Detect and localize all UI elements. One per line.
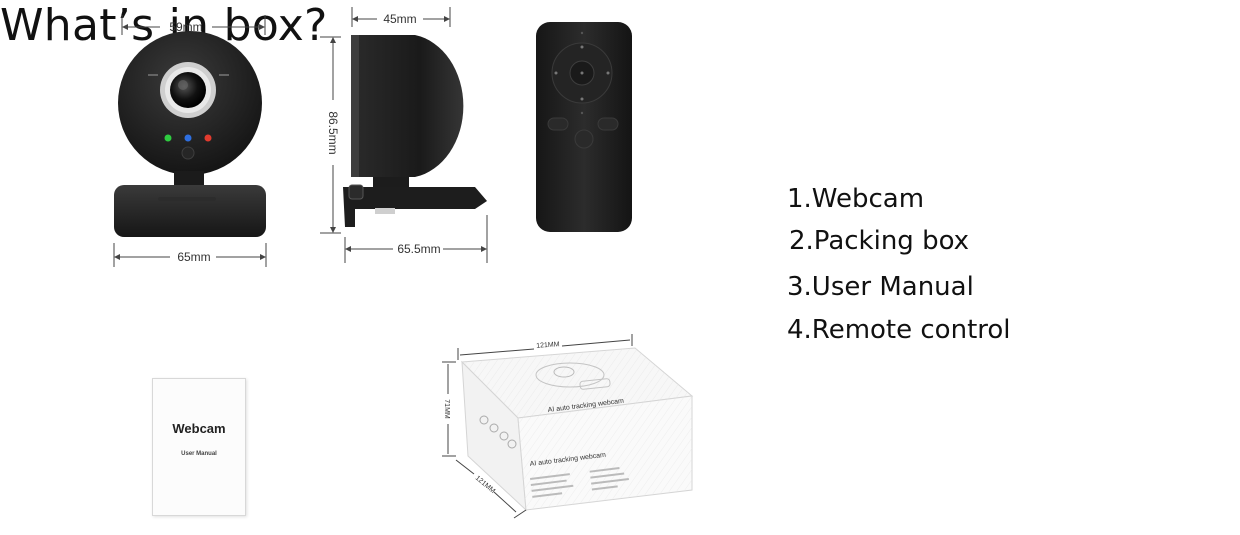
list-item-webcam: 1.Webcam (787, 184, 925, 214)
led-red (204, 134, 212, 142)
dim-front-bottom: 65mm (177, 250, 210, 264)
list-item-packing-box: 2.Packing box (789, 226, 970, 256)
dim-front-top: 59mm (169, 20, 202, 34)
dim-side-height: 86.5mm (326, 111, 340, 154)
remote-right-button (597, 117, 619, 131)
box-dim-height: 71MM (443, 399, 450, 419)
list-item-user-manual: 3.User Manual (787, 272, 974, 302)
lens (170, 72, 206, 108)
user-manual: Webcam User Manual (152, 378, 246, 516)
led-green (164, 134, 172, 142)
packing-box: AI auto tracking webcam AI auto tracking… (442, 334, 694, 519)
manual-title: Webcam (172, 421, 226, 436)
box-dim-width: 121MM (536, 341, 560, 350)
remote-left-button (547, 117, 569, 131)
webcam-side-view: 45mm 86.5mm 65.5mm (320, 7, 488, 263)
list-item-remote-control: 4.Remote control (787, 315, 1011, 345)
webcam-stand (114, 185, 266, 237)
dim-side-bottom: 65.5mm (397, 242, 440, 256)
remote-bottom-button (574, 129, 594, 149)
manual-subtitle: User Manual (181, 451, 217, 457)
dim-side-top: 45mm (383, 12, 416, 26)
webcam-front-view: 59mm 65mm (113, 15, 267, 267)
led-blue (184, 134, 192, 142)
remote-control (536, 22, 632, 232)
